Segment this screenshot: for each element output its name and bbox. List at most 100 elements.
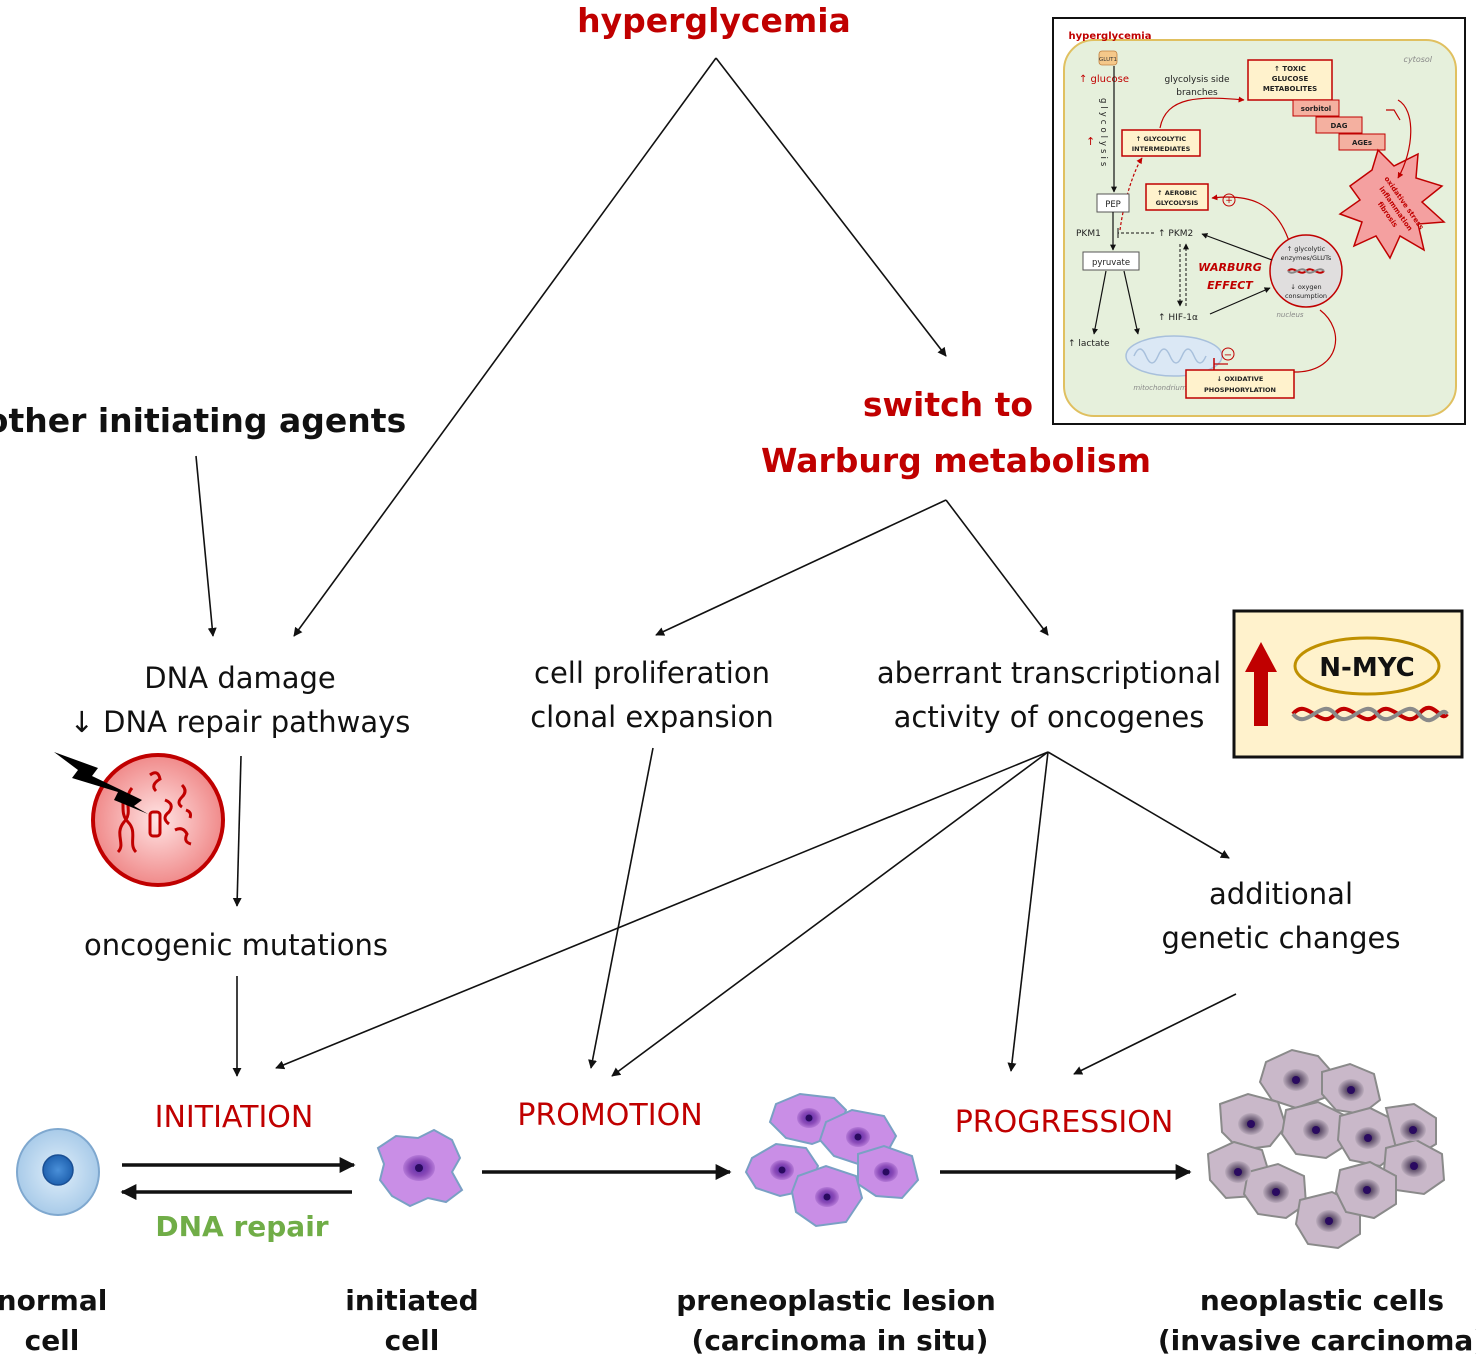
inset-hyperglycemia: hyperglycemia (1069, 31, 1152, 42)
inset-toxic-2: GLUCOSE (1272, 75, 1309, 83)
arrow-dna-to-mutations (232, 755, 242, 907)
inset-glut1-box (1098, 50, 1118, 66)
nmyc-ellipse (1293, 636, 1441, 696)
proliferation-line2: clonal expansion (530, 700, 774, 734)
inset-nuc-to-pkm2 (1201, 233, 1273, 261)
initiated-cell-icon (376, 1128, 464, 1208)
arrow-agents-to-dna (195, 455, 217, 637)
inset-plus-circle (1222, 193, 1236, 207)
lightning-bolt-icon (54, 752, 148, 814)
neoplastic-caption-1: neoplastic cells (1200, 1284, 1444, 1317)
inset-ages: AGEs (1352, 139, 1372, 147)
inset-aerobic-1: ↑ AEROBIC (1157, 189, 1197, 197)
arrow-additional-to-progression (1073, 993, 1237, 1075)
inset-dag: DAG (1331, 122, 1348, 130)
dna-damage-line1: DNA damage (144, 661, 336, 695)
stage-arrows (120, 1157, 1192, 1200)
inset-minus-circle (1221, 347, 1235, 361)
inset-nuc-3: ↓ oxygen (1290, 283, 1321, 291)
normal-cell-caption-1: normal (0, 1284, 107, 1317)
inset-nucleus-label: nucleus (1276, 311, 1303, 319)
inset-to-lactate (1092, 270, 1107, 335)
inset-toxic-1: ↑ TOXIC (1274, 65, 1306, 73)
inset-pep: PEP (1105, 200, 1121, 210)
neoplastic-caption-2: (invasive carcinoma) (1158, 1324, 1476, 1357)
inset-red-arrows (1119, 96, 1412, 373)
normal-cell-icon (16, 1128, 100, 1216)
arrow-aberrant-to-additional (1047, 751, 1230, 859)
arrow-hyper-to-dna (293, 57, 717, 637)
arrow-proliferation-to-promotion (588, 747, 654, 1069)
inset-hif: ↑ HIF-1α (1158, 313, 1198, 323)
arrows (195, 57, 1237, 1077)
aberrant-line1: aberrant transcriptional (877, 656, 1221, 690)
warburg-title-line2: Warburg metabolism (761, 441, 1151, 480)
inset-nuc-4: consumption (1285, 292, 1327, 300)
inset-glycolysis-vertical: glycolysis (1098, 98, 1108, 169)
inset-aerobic-box (1145, 183, 1209, 211)
dna-helix-icon (1291, 705, 1449, 723)
inset-cytosol-label: cytosol (1404, 55, 1433, 64)
preneoplastic-caption-2: (carcinoma in situ) (692, 1324, 989, 1357)
inset-oxphos-box (1185, 369, 1295, 399)
other-initiating-agents: other initiating agents (0, 401, 406, 440)
dna-damage-line2: ↓ DNA repair pathways (70, 705, 411, 739)
nmyc-label: N-MYC (1319, 653, 1414, 683)
preneoplastic-caption-1: preneoplastic lesion (676, 1284, 996, 1317)
proliferation-line1: cell proliferation (534, 656, 770, 690)
arrow-warburg-to-aberrant (945, 499, 1049, 636)
inset-pkm1: PKM1 (1076, 229, 1101, 239)
inset-plus: + (1225, 196, 1233, 206)
inset-nuc-2: enzymes/GLUTs (1281, 254, 1332, 262)
inset-ages-box (1338, 133, 1386, 151)
arrow-aberrant-to-promotion (611, 751, 1049, 1077)
inset-side-branches-1: glycolysis side (1165, 75, 1230, 85)
damaged-nucleus-icon (91, 753, 225, 887)
inset-glucose: ↑ glucose (1079, 74, 1129, 85)
neoplastic-cells-icon (1206, 1048, 1446, 1250)
inset-burst-icon (1338, 148, 1446, 260)
initiated-cell-caption-2: cell (385, 1324, 440, 1357)
inset-oxphos-2: PHOSPHORYLATION (1204, 386, 1276, 394)
normal-cell-caption-2: cell (25, 1324, 80, 1357)
stage-promotion: PROMOTION (517, 1098, 702, 1133)
inset-toxic-3: METABOLITES (1263, 85, 1317, 93)
inset-dag-box (1315, 116, 1363, 134)
inset-glut1: GLUT1 (1099, 57, 1117, 63)
initiated-cell-caption-1: initiated (345, 1284, 478, 1317)
inset-hif-to-nuc (1209, 287, 1271, 315)
inset-nuc-1: ↑ glycolytic (1287, 245, 1326, 253)
stage-initiation: INITIATION (155, 1100, 314, 1135)
inset-aerobic-2: GLYCOLYSIS (1156, 199, 1199, 207)
inset-side-branches-2: branches (1176, 88, 1218, 98)
warburg-title-line1: switch to (863, 385, 1033, 424)
inset-toxic-box (1247, 59, 1333, 101)
arrow-aberrant-to-progression (1007, 751, 1049, 1072)
inset-gly-int-box (1121, 129, 1201, 157)
inset-gly-int-1: ↑ GLYCOLYTIC (1136, 135, 1187, 143)
up-arrow-icon (1245, 642, 1277, 726)
inset-lactate: ↑ lactate (1068, 339, 1110, 349)
inset-pyruvate-box (1082, 251, 1140, 271)
inset-to-mito (1123, 270, 1140, 335)
additional-line1: additional (1209, 877, 1353, 911)
arrow-aberrant-to-initiation (275, 751, 1049, 1070)
inset-pyruvate: pyruvate (1092, 258, 1130, 268)
arrow-hyper-to-warburg (715, 57, 947, 357)
inset-panel: hyperglycemia GLUT1 ↑ glucose cytosol gl… (1052, 17, 1466, 425)
aberrant-line2: activity of oncogenes (894, 700, 1205, 734)
inset-sorbitol: sorbitol (1301, 105, 1331, 113)
inset-pkm2: ↑ PKM2 (1158, 229, 1193, 239)
inset-warburg-2: EFFECT (1207, 279, 1254, 292)
additional-line2: genetic changes (1162, 921, 1401, 955)
inset-up-arrow-red: ↑ (1086, 135, 1095, 148)
nmyc-box: N-MYC (1232, 609, 1464, 759)
inset-warburg-1: WARBURG (1198, 261, 1262, 274)
inset-gly-int-2: INTERMEDIATES (1132, 145, 1191, 153)
inset-mitochondrium: mitochondrium (1133, 384, 1186, 392)
inset-sorbitol-box (1292, 99, 1340, 117)
stage-progression: PROGRESSION (955, 1105, 1174, 1140)
hyperglycemia-title: hyperglycemia (577, 1, 851, 40)
